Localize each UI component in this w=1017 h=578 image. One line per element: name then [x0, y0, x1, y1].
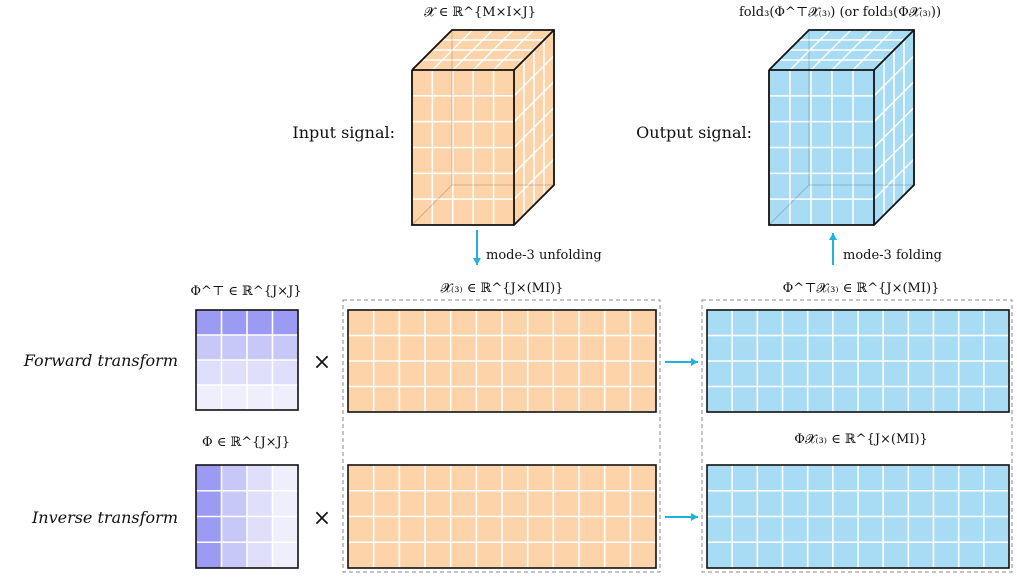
- output-dashed-frame: [701, 299, 1013, 573]
- input-tensor-cube-back-edge: [411, 184, 453, 226]
- unfolding-label: mode-3 unfolding: [486, 248, 602, 263]
- diagram-shapes: [195, 29, 1013, 573]
- forward-output-math: Φ^⊤𝓧₍₃₎ ∈ ℝ^{J×(MI)}: [783, 281, 940, 296]
- output-tensor-cube-outline: [768, 29, 915, 226]
- forward-unfolded-matrix-outline: [347, 309, 657, 413]
- output-tensor-cube-back-edge: [768, 184, 810, 226]
- forward-output-arrow-head: [691, 358, 698, 366]
- unfolded-tensor-math: 𝓧₍₃₎ ∈ ℝ^{J×(MI)}: [441, 281, 564, 296]
- unfolding-arrow-head: [473, 258, 481, 265]
- phi-transpose-math: Φ^⊤ ∈ ℝ^{J×J}: [190, 284, 301, 299]
- input-tensor-cube-outline: [411, 29, 555, 226]
- folding-arrow-head: [829, 233, 837, 240]
- inverse-transform-label: Inverse transform: [31, 508, 178, 527]
- input-tensor-math: 𝓧 ∈ ℝ^{M×I×J}: [424, 5, 536, 20]
- phi-matrix: [195, 464, 299, 569]
- inverse-output-arrow-head: [691, 513, 698, 521]
- forward-times-symbol: ×: [313, 350, 331, 375]
- phi-math: Φ ∈ ℝ^{J×J}: [202, 435, 290, 450]
- inverse-unfolded-matrix-outline: [347, 464, 657, 569]
- inverse-times-symbol: ×: [313, 506, 331, 531]
- inverse-output-math: Φ𝓧₍₃₎ ∈ ℝ^{J×(MI)}: [794, 432, 928, 447]
- folding-label: mode-3 folding: [843, 248, 942, 263]
- phi-transpose-matrix: [195, 309, 299, 411]
- forward-output-matrix-outline: [706, 309, 1010, 413]
- inverse-output-matrix-outline: [706, 464, 1010, 569]
- output-tensor-math: fold₃(Φ^⊤𝓧₍₃₎) (or fold₃(Φ𝓧₍₃₎)): [739, 5, 941, 20]
- input-signal-label: Input signal:: [292, 123, 395, 142]
- output-signal-label: Output signal:: [636, 123, 752, 142]
- forward-transform-label: Forward transform: [23, 351, 178, 370]
